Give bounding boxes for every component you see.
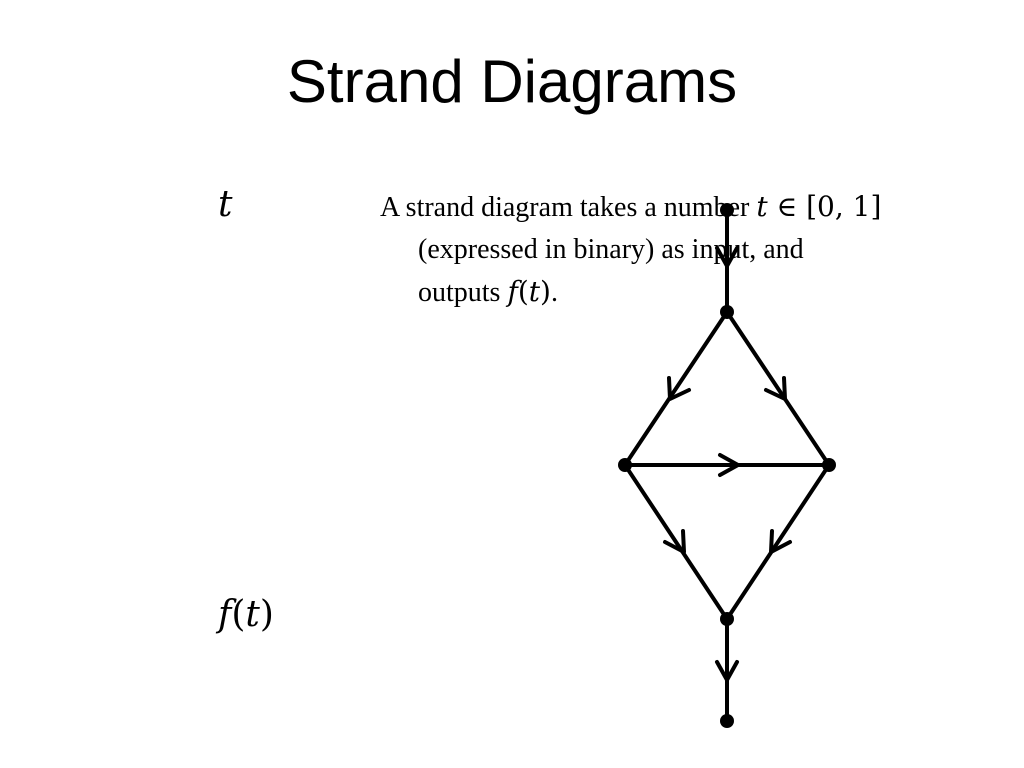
node-split [720, 305, 734, 319]
description-line-3: outputs f(t). [380, 271, 980, 314]
strand-upper-left-arrow [667, 376, 691, 401]
slide-title: Strand Diagrams [286, 48, 738, 115]
description-line-2: (expressed in binary) as input, and [418, 234, 804, 265]
description-line-1-interval: ∈ [0, 1] [767, 190, 882, 223]
strand-top-arrow [715, 246, 739, 268]
node-left [618, 458, 632, 472]
strand-bottom-arrow [715, 660, 739, 682]
description-line-3-close: ) [540, 275, 551, 308]
output-variable: t [245, 594, 260, 635]
description-line-3-text: outputs [418, 277, 508, 308]
description-line-1-var: t [756, 190, 768, 223]
strand-lower-right-arrow [769, 529, 792, 554]
node-merge [720, 612, 734, 626]
output-label-ft: f(t) [218, 594, 274, 635]
description-text: A strand diagram takes a number t ∈ [0, … [380, 186, 980, 314]
strand-upper-right-edge [725, 310, 831, 467]
strand-upper-right-arrow [764, 376, 787, 401]
description-line-1-text: A strand diagram takes a number [380, 192, 757, 223]
input-variable: t [218, 184, 233, 225]
strand-lower-left-edge [623, 463, 729, 621]
description-line-3-end: . [550, 277, 558, 308]
output-close-paren: ) [259, 594, 274, 635]
input-label-t: t [218, 184, 232, 225]
output-open-paren: ( [231, 594, 246, 635]
description-line-3-fn: f [507, 275, 518, 308]
description-line-1: A strand diagram takes a number t ∈ [0, … [380, 186, 980, 229]
strand-lower-left-arrow [663, 529, 686, 554]
strand-lower-right-edge [725, 463, 831, 621]
description-line-3-open: ( [517, 275, 529, 308]
strand-upper-left-edge [623, 310, 729, 467]
node-right [822, 458, 836, 472]
strand-middle-arrow [718, 453, 740, 477]
description-line-3-var: t [528, 275, 541, 308]
node-bottom-endpoint [720, 714, 734, 728]
node-top-endpoint [720, 203, 734, 217]
output-function: f [218, 594, 232, 635]
